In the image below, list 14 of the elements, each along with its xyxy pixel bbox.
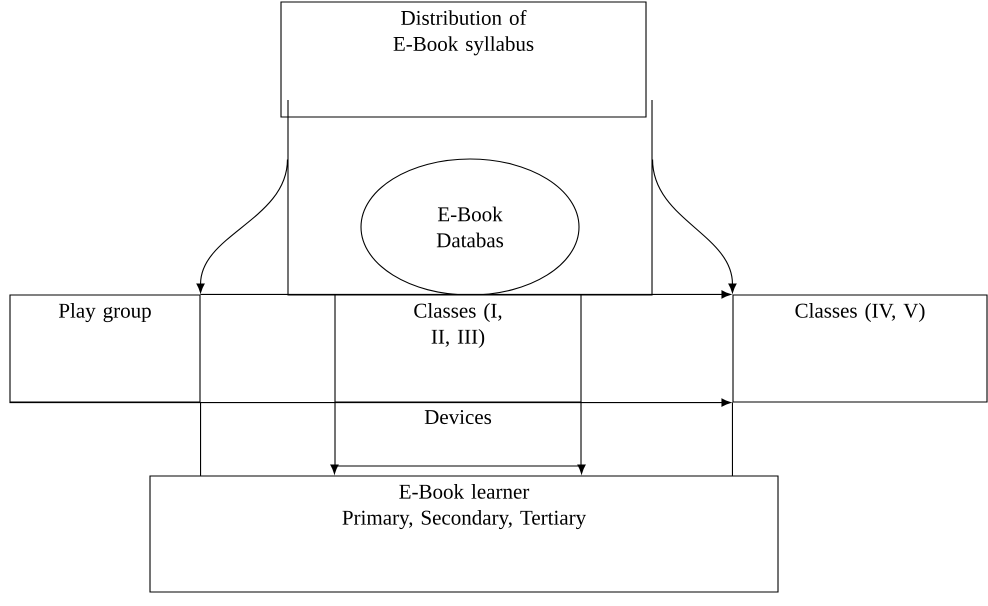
connector-line (732, 402, 733, 476)
connector-line (200, 402, 202, 476)
process-box: E-Book learner Primary, Secondary, Tertiary (149, 475, 779, 593)
process-box: Classes (IV, V) (732, 294, 988, 403)
process-box: Play group (9, 294, 201, 403)
arrow (9, 398, 731, 407)
process-box: Classes (I, II, III) (334, 294, 582, 403)
arrow (578, 464, 586, 474)
arrow (196, 159, 288, 293)
process-box: Devices (334, 401, 582, 467)
arrow (652, 159, 736, 293)
arrow (330, 464, 338, 474)
arrow (200, 290, 731, 298)
process-box: Distribution of E-Book syllabus (280, 1, 647, 118)
